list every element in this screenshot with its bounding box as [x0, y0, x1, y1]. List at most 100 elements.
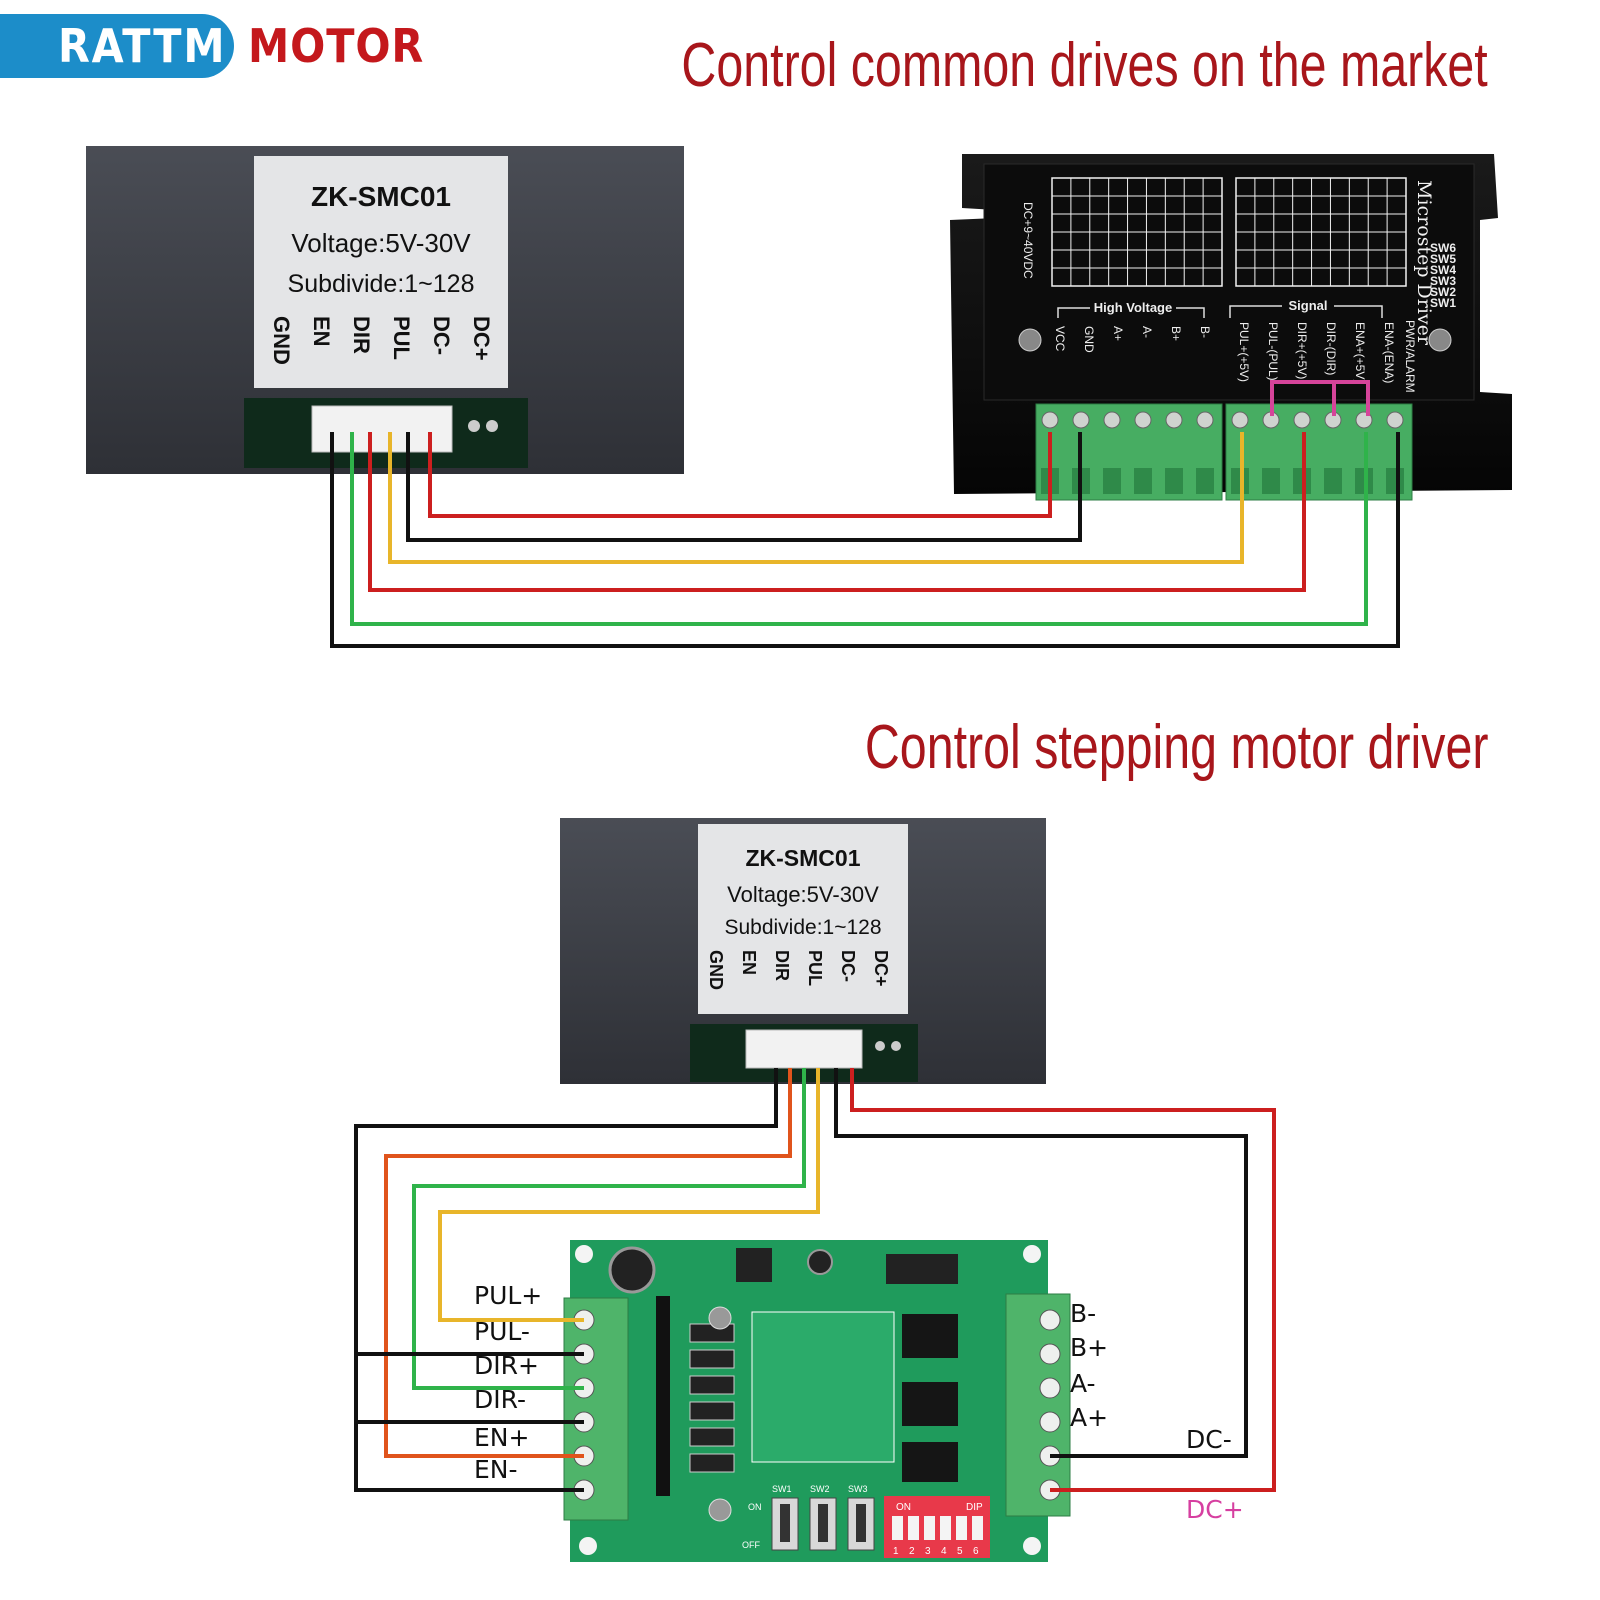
driver-switch-label: SW2 — [1430, 285, 1456, 299]
controller-top-pin-label: DIR — [349, 316, 374, 354]
driver-terminal-screw — [1072, 411, 1090, 429]
board-terminal-right — [1039, 1309, 1061, 1331]
board-right-label: B+ — [1070, 1333, 1108, 1362]
wire-en — [350, 432, 1368, 626]
mount-hole-tl — [575, 1245, 593, 1263]
label-dc-minus: DC- — [1186, 1425, 1232, 1454]
wire-b-dcminus — [834, 1068, 1248, 1458]
screw-top — [708, 1306, 732, 1330]
driver-screw-left — [1018, 328, 1042, 352]
dip-key — [892, 1516, 903, 1540]
wire-dcplus-vcc — [428, 432, 1052, 518]
board-right-label: A- — [1070, 1369, 1096, 1398]
mount-hole-bl — [579, 1537, 597, 1555]
dip-key-number: 1 — [893, 1546, 899, 1557]
label-dc-plus: DC+ — [1186, 1495, 1244, 1524]
dip-key — [908, 1516, 919, 1540]
wire-dcminus-gnd — [406, 432, 1082, 542]
driver-signal-terminal-label: PUL+(+5V) — [1237, 322, 1251, 382]
driver-terminal-socket — [1324, 468, 1342, 494]
driver-terminal-screw — [1196, 411, 1214, 429]
controller-top-pin-label: DC+ — [469, 316, 494, 361]
controller-bottom-jack-2 — [891, 1041, 901, 1051]
bottom-wires — [354, 1068, 1276, 1492]
driver-group-signal: Signal — [1288, 298, 1327, 313]
driver-terminal-screw — [1165, 411, 1183, 429]
heading-stepping-driver: Control stepping motor driver — [864, 713, 1488, 782]
board-left-label: PUL- — [474, 1317, 530, 1346]
controller-top-voltage: Voltage:5V-30V — [291, 228, 471, 258]
driver-dc-range: DC+9~40VDC — [1021, 202, 1035, 279]
screw-bottom — [708, 1498, 732, 1522]
controller-bottom-pin-label: EN — [739, 950, 759, 975]
controller-bottom-label — [698, 824, 908, 1014]
controller-top-pin-label: GND — [269, 316, 294, 365]
controller-top-label — [254, 156, 508, 388]
resistor — [689, 1401, 735, 1421]
driver-terminal-block-high — [1035, 403, 1223, 501]
driver-switch-label: SW6 — [1430, 241, 1456, 255]
driver-terminal-socket — [1386, 468, 1404, 494]
optocoupler-2 — [902, 1382, 958, 1426]
wire-b-en — [384, 1068, 792, 1458]
driver-signal-terminal-label: DIR+(+5V) — [1295, 322, 1309, 379]
signal-common-bridge — [1270, 380, 1370, 416]
board-left-label: EN+ — [474, 1423, 529, 1452]
slide-switch-label: SW1 — [772, 1484, 792, 1494]
controller-top: ZK-SMC01 Voltage:5V-30V Subdivide:1~128 … — [86, 146, 684, 474]
driver-terminal-socket — [1103, 468, 1121, 494]
resistor — [689, 1453, 735, 1473]
slide-off-label: OFF — [742, 1540, 760, 1550]
capacitor-small — [807, 1249, 833, 1275]
controller-top-model: ZK-SMC01 — [311, 181, 451, 212]
dip-key-number: 4 — [941, 1546, 947, 1557]
controller-top-subdivide: Subdivide:1~128 — [288, 270, 475, 298]
dip-key — [940, 1516, 951, 1540]
controller-bottom-pin-label: PUL — [805, 950, 825, 986]
driver-high-terminal-label: A- — [1140, 326, 1154, 338]
driver-high-bracket-gap — [1090, 298, 1176, 316]
driver-alarm-label: PWR/ALARM — [1403, 320, 1417, 393]
terminal-block-right — [1005, 1293, 1071, 1517]
driver-screw-right — [1428, 328, 1452, 352]
controller-top-pin-label: EN — [309, 316, 334, 347]
logo-text-motor: MOTOR — [248, 19, 425, 73]
driver-title: Microstep Driver — [1413, 180, 1435, 346]
driver-signal-terminal-label: ENA+(+5V) — [1353, 322, 1367, 383]
driver-terminal-screw — [1293, 411, 1311, 429]
board-right-label: A+ — [1070, 1403, 1108, 1432]
driver-signal-terminal-label: PUL-(PUL) — [1266, 322, 1280, 381]
slide-switch-knob — [780, 1504, 790, 1542]
dip-dip-label: DIP — [966, 1502, 983, 1513]
resistor — [689, 1427, 735, 1447]
microstep-driver: Microstep Driver DC+9~40VDC SW6SW5SW4SW3… — [950, 154, 1512, 501]
driver-switch-label: SW3 — [1430, 274, 1456, 288]
driver-terminal-screw — [1231, 411, 1249, 429]
mount-hole-br — [1023, 1537, 1041, 1555]
driver-signal-terminal-label: DIR-(DIR) — [1324, 322, 1338, 375]
ic-chip-top — [886, 1254, 958, 1284]
mount-hole-tr — [1023, 1245, 1041, 1263]
driver-terminal-screw — [1134, 411, 1152, 429]
board-left-label: DIR- — [474, 1385, 526, 1414]
capacitor-large — [608, 1246, 656, 1294]
controller-top-pin-label: PUL — [389, 316, 414, 360]
driver-terminal-socket — [1134, 468, 1152, 494]
board-terminal-right — [1039, 1343, 1061, 1365]
controller-bottom-pin-label: DIR — [772, 950, 792, 981]
slide-switch-knob — [856, 1504, 866, 1542]
header-pins — [656, 1296, 670, 1496]
controller-top-jack — [468, 420, 480, 432]
wire-b-gnd — [354, 1068, 778, 1492]
regulator-chip — [736, 1248, 772, 1282]
optocoupler-1 — [902, 1314, 958, 1358]
driver-switch-label: SW1 — [1430, 296, 1456, 310]
driver-group-high: High Voltage — [1094, 300, 1172, 315]
logo-text-rattm: RATTM — [58, 19, 227, 73]
dip-key — [924, 1516, 935, 1540]
logo-badge — [0, 14, 234, 78]
driver-high-terminal-label: VCC — [1053, 326, 1067, 352]
slide-on-label: ON — [748, 1502, 762, 1512]
driver-high-terminal-label: B- — [1198, 326, 1212, 338]
driver-terminal-screw — [1041, 411, 1059, 429]
